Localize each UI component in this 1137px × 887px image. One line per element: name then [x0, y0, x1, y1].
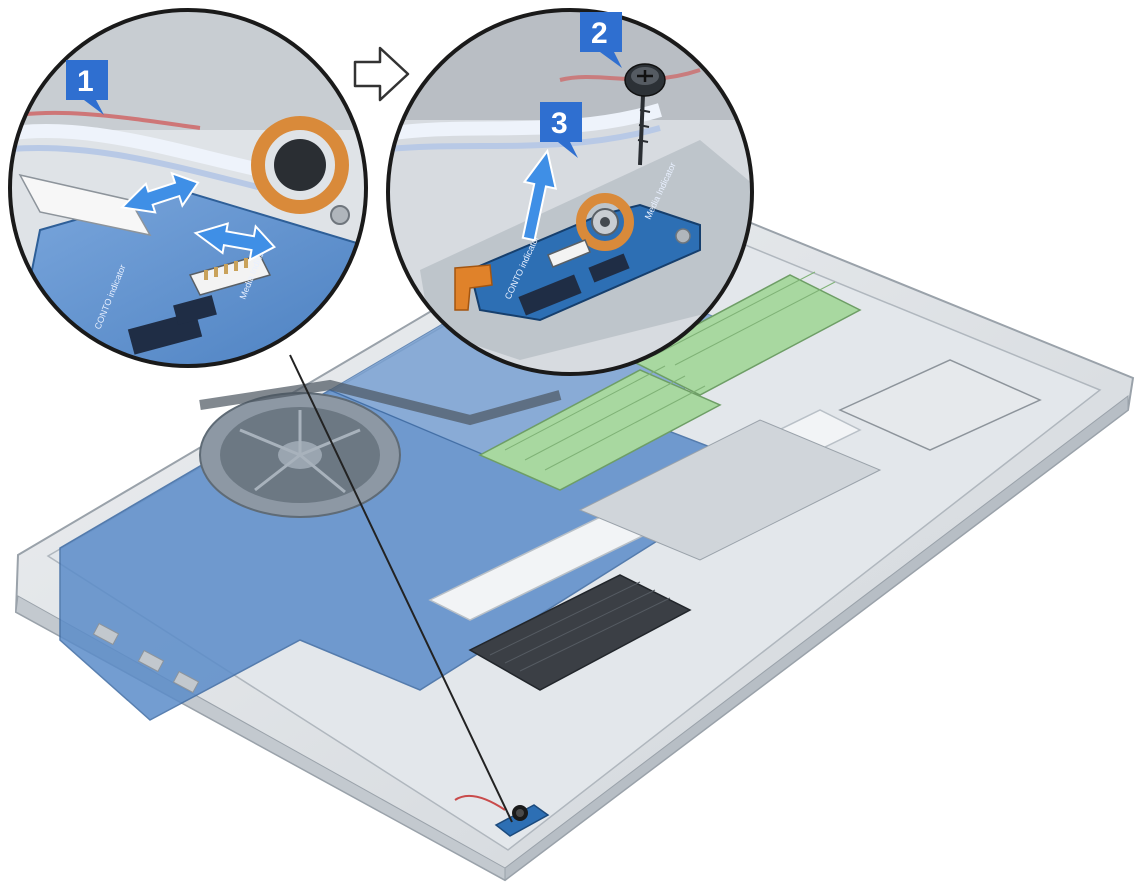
- detail-view-disconnect-cable: Media Indicator CONTO indicator: [0, 0, 380, 380]
- cooling-fan: [200, 393, 400, 517]
- step-3-label: 3: [551, 107, 568, 140]
- step-1-label: 1: [77, 65, 94, 98]
- step-2-label: 2: [591, 17, 608, 50]
- arrow-right-outline-icon: [355, 48, 408, 100]
